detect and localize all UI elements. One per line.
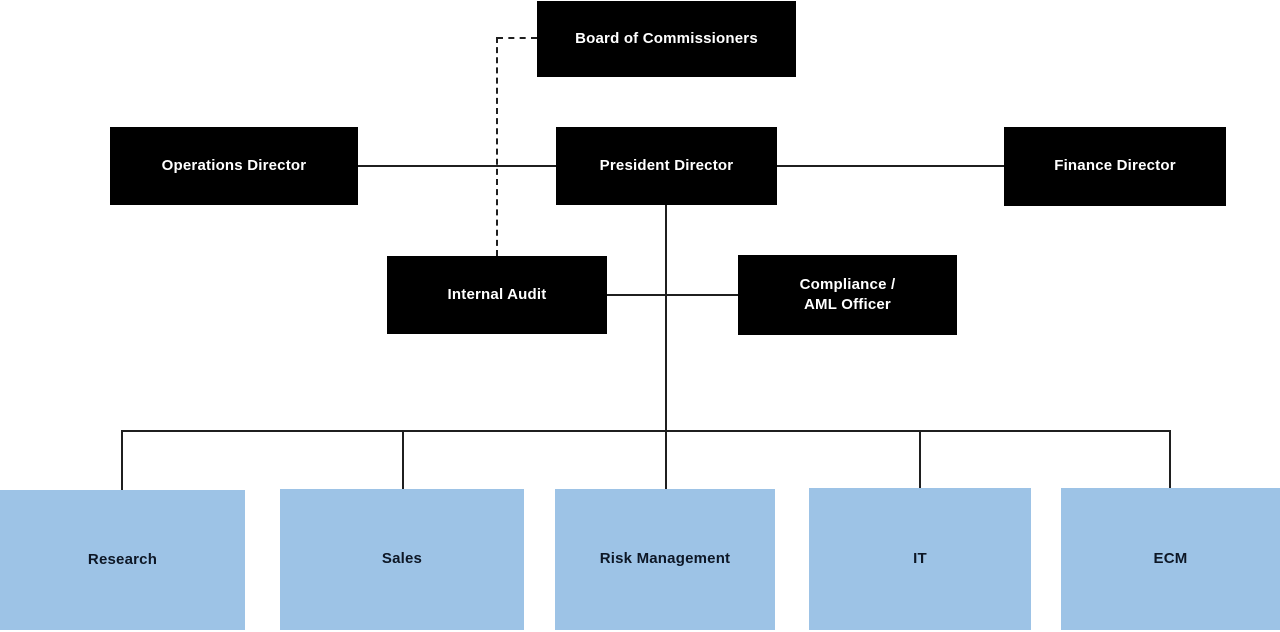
node-it: IT (809, 488, 1031, 630)
connector-drop-ecm (1169, 430, 1171, 488)
node-board-of-commissioners-label: Board of Commissioners (575, 29, 758, 47)
node-internal-audit-label: Internal Audit (447, 285, 547, 303)
node-finance-director-label: Finance Director (1054, 157, 1176, 175)
node-compliance-aml-officer-label: Compliance / AML Officer (799, 275, 896, 313)
node-operations-director: Operations Director (110, 127, 358, 205)
node-research: Research (0, 490, 245, 630)
connector-drop-it (919, 430, 921, 488)
connector-drop-research (121, 430, 123, 490)
node-it-label: IT (913, 549, 927, 567)
connector-drop-risk-management (665, 430, 667, 489)
connector-operations-president (358, 165, 556, 167)
connector-audit-compliance (607, 294, 738, 296)
node-sales: Sales (280, 489, 524, 630)
connector-drop-sales (402, 430, 404, 489)
connector-departments-bus (121, 430, 1171, 432)
node-research-label: Research (87, 550, 158, 568)
node-compliance-aml-officer: Compliance / AML Officer (738, 255, 957, 335)
node-board-of-commissioners: Board of Commissioners (537, 1, 796, 77)
node-risk-management: Risk Management (555, 489, 775, 630)
node-finance-director: Finance Director (1004, 127, 1226, 206)
connector-president-vertical (665, 205, 667, 431)
node-president-director: President Director (556, 127, 777, 205)
node-president-director-label: President Director (599, 156, 734, 174)
node-sales-label: Sales (381, 550, 423, 568)
node-operations-director-label: Operations Director (161, 156, 307, 174)
node-internal-audit: Internal Audit (387, 256, 607, 334)
node-ecm: ECM (1061, 488, 1280, 630)
dashed-connector-board-horizontal (497, 37, 537, 39)
node-risk-management-label: Risk Management (599, 550, 731, 568)
node-ecm-label: ECM (1153, 549, 1188, 567)
dashed-connector-board-internal-audit (496, 37, 498, 256)
connector-president-finance (777, 165, 1004, 167)
